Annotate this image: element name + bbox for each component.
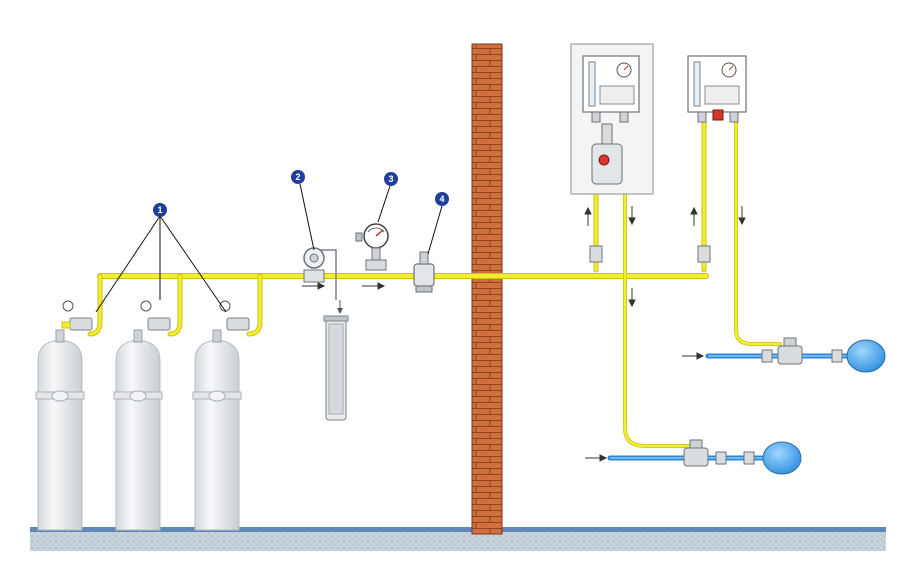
- cylinder-regulators: [61, 300, 250, 331]
- pressure-gauge-icon: [355, 223, 389, 271]
- callout-leaders: [95, 183, 443, 313]
- callout-label: 1: [157, 205, 162, 215]
- riser-valves: [589, 245, 711, 263]
- callout-label: 4: [439, 194, 444, 204]
- injector-line-lower: [607, 439, 802, 475]
- valve-icon: [413, 251, 435, 293]
- callout-label: 3: [388, 174, 393, 184]
- vacuum-regulator: [303, 247, 343, 314]
- gas-cylinder-icon: [113, 329, 163, 531]
- gas-cylinder-icon: [35, 329, 85, 531]
- callout-badge-4: 4: [435, 192, 449, 206]
- callout-badge-2: 2: [291, 170, 305, 184]
- regulator-valve-icon: [219, 300, 250, 331]
- callout-label: 2: [295, 172, 300, 182]
- gas-cylinder-icon: [192, 329, 242, 531]
- chlorinator-icon: [570, 43, 654, 195]
- callout-badge-3: 3: [384, 172, 398, 186]
- brick-wall: [471, 43, 503, 535]
- flow-arrows: [302, 206, 746, 462]
- injector-icon: [683, 439, 755, 467]
- gas-cylinders: [35, 329, 242, 531]
- regulator-valve-icon: [140, 300, 171, 331]
- injector-line-upper: [705, 337, 886, 373]
- injector-icon: [761, 337, 843, 365]
- callout-badge-1: 1: [153, 203, 167, 217]
- floor: [30, 527, 886, 551]
- chlorinator-icon: [687, 55, 747, 123]
- filter-icon: [323, 315, 349, 421]
- regulator-valve-icon: [61, 300, 93, 331]
